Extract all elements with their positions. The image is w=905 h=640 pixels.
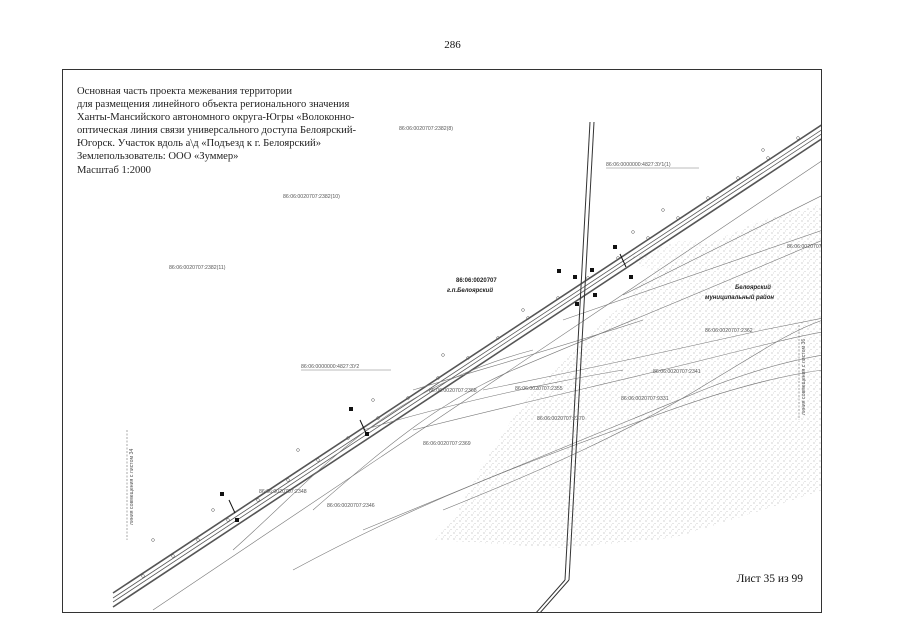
title-line: Основная часть проекта межевания террито… (77, 86, 292, 97)
parcel-label: 86:06:0020707:2355 (515, 386, 563, 392)
cable-line (536, 121, 595, 612)
scale-line: Масштаб 1:2000 (77, 164, 151, 176)
title-line: Югорск. Участок вдоль а\д «Подъезд к г. … (77, 138, 321, 150)
parcel-label: 86:06:0020707:2382(10) (283, 194, 340, 200)
parcel-label: 86:06:0020707:2382(8) (399, 126, 453, 132)
parcel-label: 86:06:0020707 (787, 244, 822, 250)
sheet-number: Лист 35 из 99 (736, 573, 803, 585)
parcel-label: 86:06:0020707:2382(11) (169, 265, 226, 271)
parcel-label: 86:06:0000000:4827:ЗУ2 (301, 364, 359, 370)
settlement-label: г.п.Белоярский (447, 287, 493, 294)
parcel-label: 86:06:0020707:2346 (327, 503, 375, 509)
parcel-lines (152, 160, 821, 611)
page-number: 286 (444, 39, 461, 51)
parcel-label: 86:06:0020707:2368 (429, 388, 477, 394)
district-label: Белоярский (735, 284, 771, 291)
parcel-label: 86:06:0020707:2370 (537, 416, 585, 422)
parcel-label: 86:06:0020707:2362 (705, 328, 753, 334)
map-sheet: 86:06:0020707:2382(8) 86:06:0000000:4827… (62, 69, 822, 613)
parcel-label: 86:06:0020707:2348 (259, 489, 307, 495)
parcel-label: 86:06:0000000:4827:ЗУ1(1) (606, 162, 671, 168)
parcel-label: 86:06:0020707:9331 (621, 396, 669, 402)
title-line: оптическая линия связи универсального до… (77, 125, 357, 137)
left-joint-label: линия совмещения с листом 34 (129, 449, 135, 525)
cadastral-map: 86:06:0020707:2382(8) 86:06:0000000:4827… (112, 121, 822, 612)
boundary-markers (220, 245, 633, 522)
forest-zone (435, 204, 821, 548)
right-joint-label: линия совмещения с листом 36 (801, 339, 807, 415)
title-block: Основная часть проекта межевания террито… (77, 85, 377, 177)
title-line: Ханты-Мансийского автономного округа-Югр… (77, 112, 355, 124)
quarter-label: 86:06:0020707 (456, 278, 497, 284)
parcel-label: 86:06:0020707:2341 (653, 369, 701, 375)
parcel-label: 86:06:0020707:2369 (423, 441, 471, 447)
title-line: для размещения линейного объекта региона… (77, 99, 350, 111)
pole-markers (141, 136, 800, 578)
land-user-line: Землепользователь: ООО «Зуммер» (77, 151, 239, 163)
district-label: муниципальный район (705, 294, 774, 301)
crossing-marks (228, 253, 627, 514)
main-road (112, 124, 821, 608)
